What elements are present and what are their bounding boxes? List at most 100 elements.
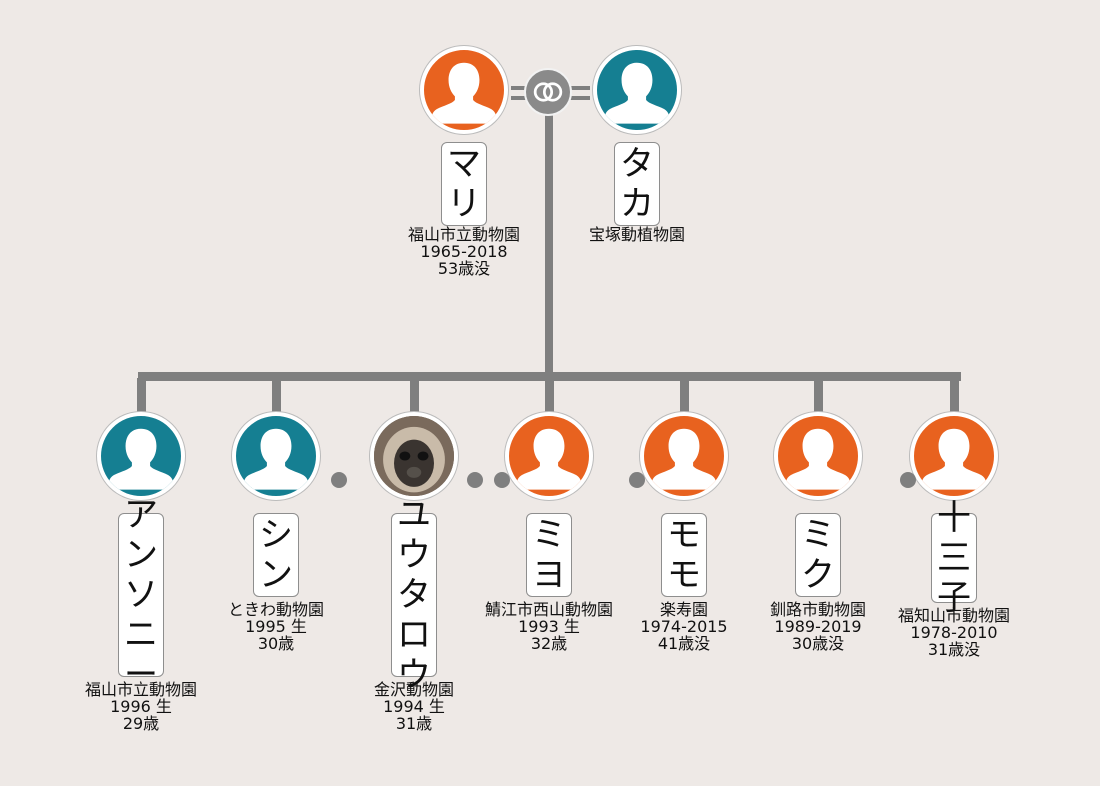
marriage-line-right-a	[566, 86, 590, 90]
name-box-momo[interactable]: モモ	[661, 513, 707, 597]
name-char: シ	[259, 515, 293, 555]
name-box-taka[interactable]: タカ	[614, 142, 660, 226]
person-silhouette-icon	[236, 416, 316, 496]
child-drop-line	[545, 378, 554, 420]
name-char: モ	[667, 515, 701, 555]
info-line: 宝塚動植物園	[588, 225, 685, 244]
name-box-miku[interactable]: ミク	[795, 513, 841, 597]
child-drop-line	[410, 378, 419, 420]
name-char: ソ	[124, 575, 158, 615]
info-line: 1995 生	[245, 617, 307, 636]
avatar-miyo[interactable]	[505, 412, 593, 500]
spouse-dot[interactable]	[629, 472, 645, 488]
person-silhouette-icon	[597, 50, 677, 130]
avatar-yutaro[interactable]	[370, 412, 458, 500]
name-box-miyo[interactable]: ミヨ	[526, 513, 572, 597]
name-char: ミ	[801, 515, 835, 555]
person-silhouette-icon	[101, 416, 181, 496]
info-line: 30歳	[257, 634, 295, 653]
name-char: ア	[124, 495, 158, 535]
info-line: 1993 生	[518, 617, 580, 636]
name-char: ロ	[397, 615, 431, 655]
marriage-line-right	[511, 96, 535, 100]
avatar-anthony[interactable]	[97, 412, 185, 500]
info-line: 1996 生	[110, 697, 172, 716]
avatar-momo[interactable]	[640, 412, 728, 500]
info-line: 31歳没	[927, 640, 981, 659]
avatar-taka[interactable]	[593, 46, 681, 134]
name-char: ク	[801, 555, 835, 595]
name-char: 三	[937, 538, 971, 578]
name-char: タ	[620, 144, 654, 184]
name-char: 十	[937, 498, 971, 538]
info-line: 福山市立動物園	[84, 680, 197, 699]
info-line: 1994 生	[383, 697, 445, 716]
info-line: 41歳没	[657, 634, 711, 653]
info-line: ときわ動物園	[227, 600, 324, 619]
name-char: ウ	[397, 535, 431, 575]
name-box-yutaro[interactable]: ユウタロウ	[391, 495, 437, 695]
info-line: 楽寿園	[659, 600, 708, 619]
child-drop-line	[814, 378, 823, 420]
name-char: ン	[259, 555, 293, 595]
spouse-dot[interactable]	[900, 472, 916, 488]
person-silhouette-icon	[509, 416, 589, 496]
name-box-shin[interactable]: シン	[253, 513, 299, 597]
spouse-dot[interactable]	[467, 472, 483, 488]
marriage-rings-icon	[524, 68, 572, 116]
name-char: 子	[937, 578, 971, 618]
info-line: 釧路市動物園	[769, 600, 866, 619]
descent-line	[545, 110, 553, 375]
marriage-line-right-b	[566, 96, 590, 100]
info-line: 31歳	[395, 714, 433, 733]
info-line: 鯖江市西山動物園	[484, 600, 613, 619]
avatar-miku[interactable]	[774, 412, 862, 500]
avatar-jusanko[interactable]	[910, 412, 998, 500]
avatar-mari[interactable]	[420, 46, 508, 134]
child-drop-line	[950, 378, 959, 420]
name-char: ン	[124, 535, 158, 575]
info-line: 32歳	[530, 634, 568, 653]
name-char: ニ	[124, 615, 158, 655]
child-drop-line	[272, 378, 281, 420]
child-drop-line	[137, 378, 146, 420]
info-line: 1978-2010	[910, 623, 998, 642]
name-char: マ	[447, 144, 481, 184]
person-silhouette-icon	[778, 416, 858, 496]
name-box-anthony[interactable]: アンソニー	[118, 495, 164, 695]
info-line: 福知山市動物園	[897, 606, 1010, 625]
name-char: モ	[667, 555, 701, 595]
name-char: ミ	[532, 515, 566, 555]
spouse-dot[interactable]	[331, 472, 347, 488]
child-drop-line	[680, 378, 689, 420]
name-box-mari[interactable]: マリ	[441, 142, 487, 226]
info-line: 金沢動物園	[373, 680, 454, 699]
name-box-jusanko[interactable]: 十三子	[931, 498, 977, 618]
avatar-shin[interactable]	[232, 412, 320, 500]
name-char: タ	[397, 575, 431, 615]
info-line: 53歳没	[437, 259, 491, 278]
info-line: 1974-2015	[640, 617, 728, 636]
name-char: カ	[620, 184, 654, 224]
marriage-line-left	[511, 86, 535, 90]
info-line: 1989-2019	[774, 617, 862, 636]
info-line: 30歳没	[791, 634, 845, 653]
spouse-dot[interactable]	[494, 472, 510, 488]
info-taka: 宝塚動植物園	[537, 226, 737, 243]
info-line: 1965-2018	[420, 242, 508, 261]
name-char: リ	[447, 184, 481, 224]
info-line: 29歳	[122, 714, 160, 733]
name-char: ユ	[397, 495, 431, 535]
name-char: ヨ	[532, 555, 566, 595]
sibling-bar	[138, 372, 961, 381]
name-char: ウ	[397, 655, 431, 695]
name-char: ー	[124, 655, 158, 695]
gibbon-photo	[374, 416, 454, 496]
info-line: 福山市立動物園	[407, 225, 520, 244]
person-silhouette-icon	[914, 416, 994, 496]
